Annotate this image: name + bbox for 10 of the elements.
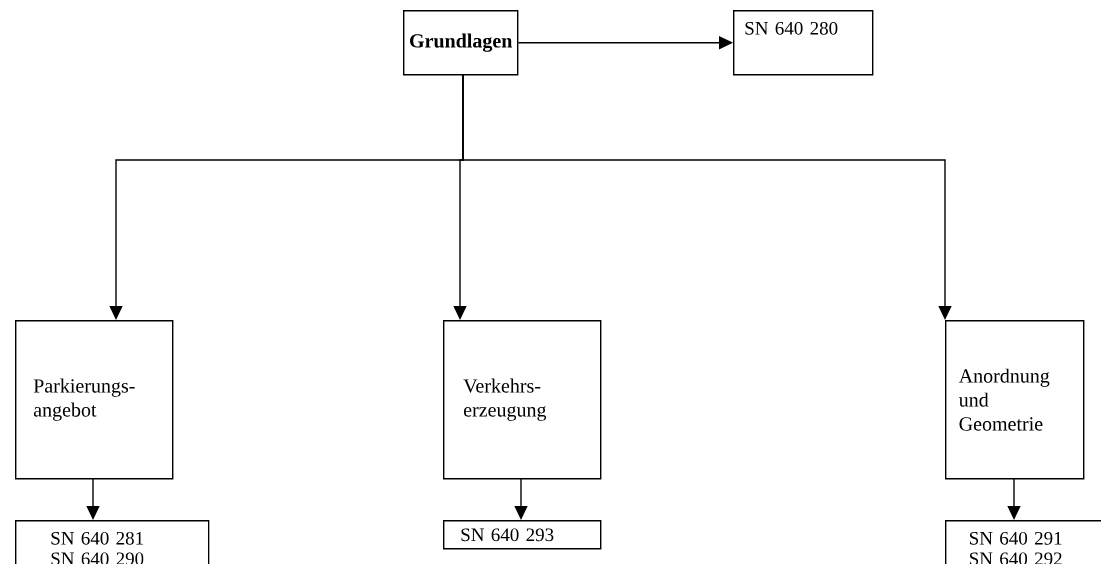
text-box: SN 640 293 [443,520,602,550]
text-box: Parkierungs- angebot [15,320,174,480]
arrow [1007,477,1021,520]
arrow [514,477,528,520]
arrow [462,73,952,320]
text-box: Anordnung und Geometrie [945,320,1085,480]
arrow [86,477,100,520]
text-box: SN 640 280 [733,10,874,76]
text-box: Grundlagen [403,10,519,76]
text-box: Verkehrs- erzeugung [443,320,602,480]
